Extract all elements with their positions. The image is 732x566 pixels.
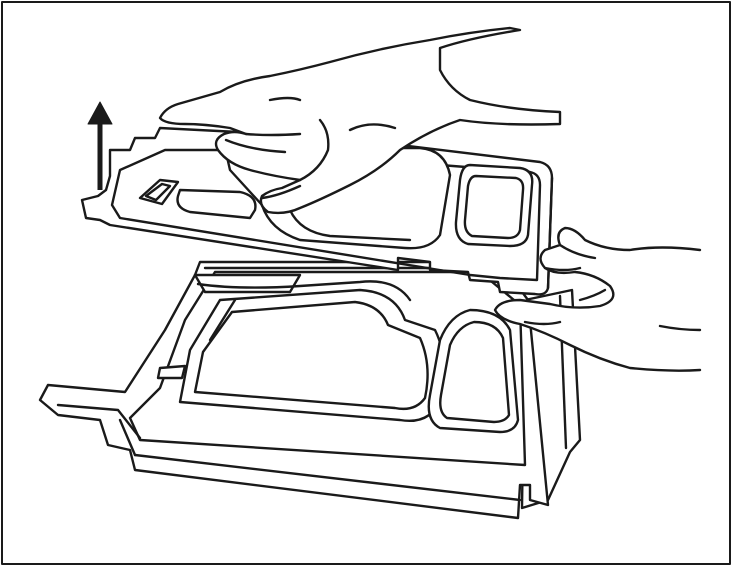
insert-compartment-left <box>138 178 257 220</box>
right-hand <box>493 226 702 372</box>
insert-compartment-right <box>454 163 534 248</box>
drawer-siphon-channel <box>156 266 472 380</box>
drawer-compartment-right <box>427 308 520 434</box>
arrow-up-icon <box>87 101 113 190</box>
left-hand <box>158 26 562 215</box>
